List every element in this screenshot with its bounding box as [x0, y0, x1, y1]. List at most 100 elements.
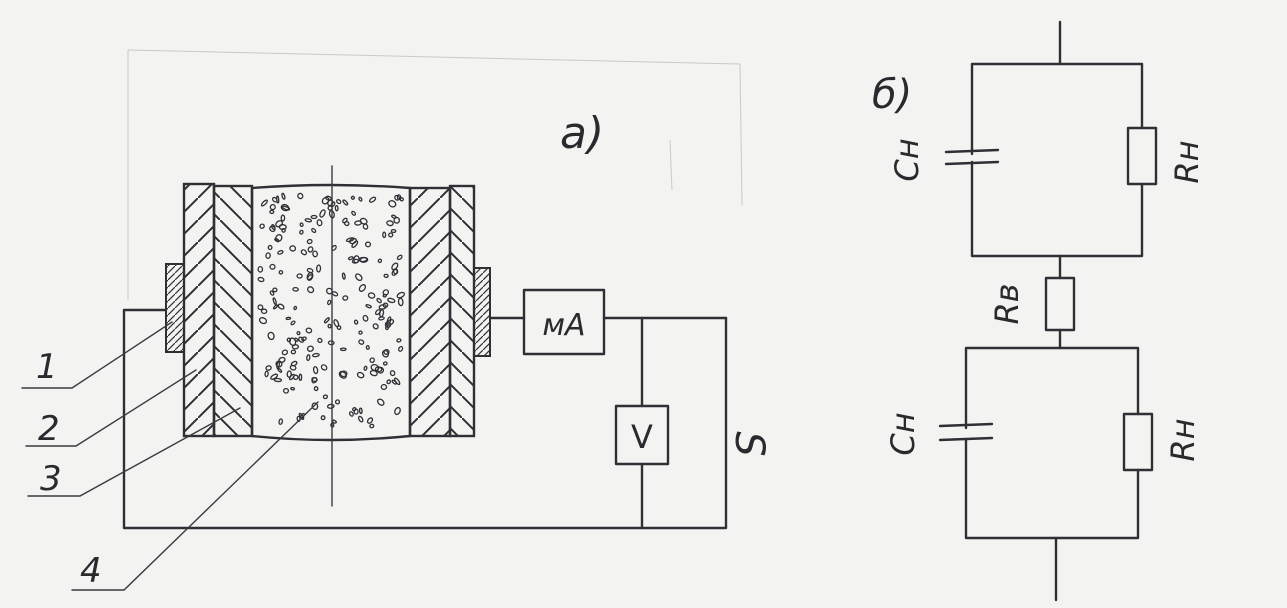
granule: [275, 234, 283, 242]
granule: [306, 238, 313, 245]
granule: [296, 330, 301, 336]
granule: [317, 337, 323, 344]
granule: [300, 249, 308, 256]
granule: [327, 340, 335, 346]
panel-b-equivalent-circuit: б) Cн Rн Rв Cн Rн: [872, 20, 1206, 602]
granule: [322, 394, 329, 400]
granule: [382, 361, 388, 366]
panel-b-label: б): [872, 72, 912, 118]
granule: [289, 245, 297, 252]
granule: [304, 218, 313, 223]
milliammeter: мА: [522, 288, 606, 356]
granule: [327, 323, 332, 329]
top-capacitor-plates: [944, 148, 1000, 166]
granule: [358, 284, 367, 292]
granule: [260, 199, 268, 207]
granule: [380, 383, 388, 391]
granule: [281, 192, 286, 200]
granule: [319, 209, 326, 218]
middle-resistor-label: Rв: [988, 283, 1026, 324]
granule: [260, 308, 268, 315]
granule: [377, 258, 383, 264]
top-resistor-body: [1126, 126, 1158, 186]
granule: [359, 217, 368, 225]
granule: [369, 423, 375, 429]
granule: [271, 196, 278, 203]
granule: [316, 219, 323, 227]
callout-1: 1: [36, 347, 58, 387]
granule: [278, 224, 287, 230]
granule: [257, 304, 264, 311]
bottom-resistor-label: Rн: [1164, 418, 1202, 461]
granule: [290, 386, 296, 391]
granule: [351, 210, 357, 216]
granule: [270, 373, 279, 380]
granule: [306, 345, 314, 352]
granule: [378, 304, 387, 310]
granule: [275, 360, 283, 368]
granule: [364, 241, 372, 248]
granule: [267, 244, 273, 251]
granule: [393, 216, 401, 224]
granule: [386, 220, 394, 227]
granule: [369, 196, 377, 203]
callout-2: 2: [38, 409, 60, 449]
granule: [378, 316, 385, 321]
granule: [325, 195, 332, 201]
granule: [321, 196, 330, 205]
granule: [265, 365, 272, 371]
granule: [269, 263, 276, 270]
granule: [358, 330, 363, 335]
granule: [297, 192, 304, 200]
granule: [394, 194, 401, 201]
granule: [382, 293, 388, 298]
granule: [388, 232, 394, 238]
granule: [358, 407, 363, 415]
granule: [386, 316, 392, 325]
granule: [396, 291, 406, 299]
granule: [292, 286, 299, 292]
bottom-capacitor-label: Cн: [884, 412, 922, 455]
granule: [267, 331, 275, 341]
left-outer-wall: [182, 182, 216, 438]
granule: [320, 415, 326, 421]
granule: [258, 317, 268, 325]
granule: [277, 367, 283, 373]
granule: [311, 227, 317, 234]
granule: [366, 417, 374, 424]
granule: [383, 348, 390, 355]
granule: [277, 250, 284, 255]
granule: [293, 305, 298, 311]
granule: [281, 205, 291, 211]
granule: [281, 227, 286, 233]
granule: [376, 297, 382, 304]
granule: [280, 214, 286, 222]
granule-dots: [257, 192, 406, 429]
granule: [353, 408, 359, 415]
granule: [275, 220, 284, 228]
right-electrode-contact: [473, 267, 491, 357]
granule: [323, 317, 330, 324]
granule: [326, 403, 335, 409]
granule: [345, 237, 355, 243]
granule: [365, 304, 372, 309]
granule: [358, 339, 365, 345]
granule: [342, 217, 348, 224]
granule: [298, 373, 303, 382]
top-resistor-label: Rн: [1168, 140, 1206, 183]
granule: [396, 254, 403, 261]
granule: [358, 196, 363, 202]
granule: [381, 349, 390, 358]
granule: [394, 377, 401, 386]
granule: [348, 411, 354, 417]
granule: [390, 228, 397, 234]
right-inner-wall: [408, 186, 452, 438]
granular-material-core: [250, 183, 412, 442]
granule: [336, 199, 342, 205]
granule: [285, 316, 292, 321]
granule: [264, 370, 269, 378]
left-electrode-contact: [165, 263, 185, 353]
switch-label: S: [726, 431, 772, 456]
granule: [316, 264, 322, 273]
